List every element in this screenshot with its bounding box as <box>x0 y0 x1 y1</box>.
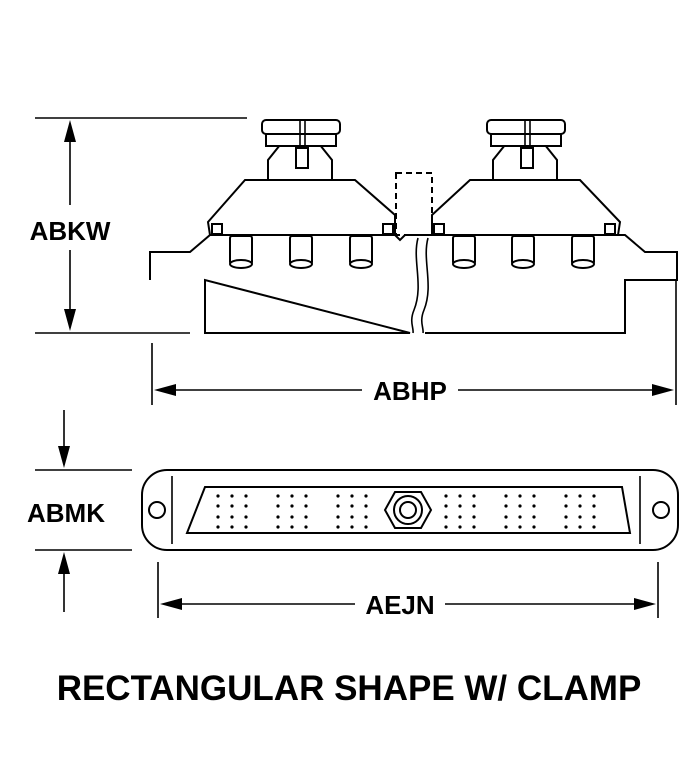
contact-dot <box>504 515 508 519</box>
contact-dot <box>444 515 448 519</box>
contact-dot <box>444 504 448 508</box>
contact-dot <box>504 494 508 498</box>
contact-dot <box>216 494 220 498</box>
contact-dot <box>444 494 448 498</box>
contact-dot <box>364 525 368 529</box>
contact-dot <box>304 494 308 498</box>
contact-dot <box>504 525 508 529</box>
contact-dot <box>216 515 220 519</box>
caption: RECTANGULAR SHAPE W/ CLAMP <box>57 669 642 708</box>
contact-dot <box>532 525 536 529</box>
center-jackscrew <box>383 491 433 529</box>
contact-dot <box>290 504 294 508</box>
contact-dot <box>504 504 508 508</box>
contact-dot <box>458 515 462 519</box>
contact-dot <box>336 504 340 508</box>
contact-dot <box>304 504 308 508</box>
contact-dot <box>472 504 476 508</box>
contact-dot <box>578 515 582 519</box>
contact-dot <box>304 525 308 529</box>
contact-dot <box>230 515 234 519</box>
contact-dot <box>350 494 354 498</box>
contact-dot <box>244 494 248 498</box>
contact-dot <box>592 494 596 498</box>
contact-dot <box>336 515 340 519</box>
contact-dot <box>336 525 340 529</box>
contact-dot <box>532 504 536 508</box>
contact-dot <box>350 515 354 519</box>
contact-dot <box>472 494 476 498</box>
label-abkw: ABKW <box>30 216 111 246</box>
contact-dot <box>276 525 280 529</box>
contact-dot <box>216 525 220 529</box>
contact-dot <box>244 525 248 529</box>
break-line <box>410 237 419 334</box>
contact-dot <box>290 515 294 519</box>
contact-dot <box>458 494 462 498</box>
contact-dot <box>304 515 308 519</box>
contact-dot <box>518 504 522 508</box>
contact-dot <box>472 515 476 519</box>
right-housing <box>431 179 622 236</box>
contact-dot <box>564 525 568 529</box>
contact-dot <box>244 504 248 508</box>
contact-dot <box>290 494 294 498</box>
dim-abhp: ABHP <box>151 280 677 406</box>
contact-dot <box>578 525 582 529</box>
dim-abkw: ABKW <box>30 117 247 334</box>
contact-dot <box>364 504 368 508</box>
contact-dot <box>592 525 596 529</box>
contact-dot <box>216 504 220 508</box>
contact-dot <box>350 525 354 529</box>
contact-dot <box>290 525 294 529</box>
label-abmk: ABMK <box>27 498 105 528</box>
top-view <box>141 469 679 551</box>
contact-dot <box>578 504 582 508</box>
dim-aejn: AEJN <box>157 562 659 620</box>
contact-dot <box>564 494 568 498</box>
contact-dot <box>230 494 234 498</box>
right-pins <box>452 235 595 269</box>
contact-dot <box>276 494 280 498</box>
contact-dot <box>578 494 582 498</box>
contact-dot <box>564 515 568 519</box>
contact-dot <box>336 494 340 498</box>
contact-dot <box>532 494 536 498</box>
contact-dot <box>564 504 568 508</box>
contact-dot <box>592 515 596 519</box>
contact-dot <box>518 525 522 529</box>
side-view <box>149 119 678 334</box>
label-aejn: AEJN <box>365 590 434 620</box>
contact-dot <box>276 515 280 519</box>
contact-dot <box>518 494 522 498</box>
contact-dot <box>458 525 462 529</box>
contact-dot <box>472 525 476 529</box>
contact-dot <box>518 515 522 519</box>
contact-dot <box>350 504 354 508</box>
contact-dot <box>230 525 234 529</box>
contact-dot <box>444 525 448 529</box>
center-post-hidden <box>395 172 433 236</box>
right-clamp-knob <box>486 119 566 181</box>
contact-dot <box>458 504 462 508</box>
contact-dot <box>276 504 280 508</box>
contact-dot <box>364 494 368 498</box>
mount-hole-right <box>652 501 670 519</box>
left-pins <box>229 235 373 269</box>
contact-dot <box>244 515 248 519</box>
contact-dot <box>532 515 536 519</box>
contact-dot <box>592 504 596 508</box>
mount-hole-left <box>148 501 166 519</box>
left-clamp-knob <box>261 119 341 181</box>
label-abhp: ABHP <box>373 376 447 406</box>
dim-abmk: ABMK <box>27 410 132 612</box>
contact-dot <box>230 504 234 508</box>
left-housing <box>206 179 396 236</box>
contact-dot <box>364 515 368 519</box>
contact-dots <box>216 494 596 529</box>
